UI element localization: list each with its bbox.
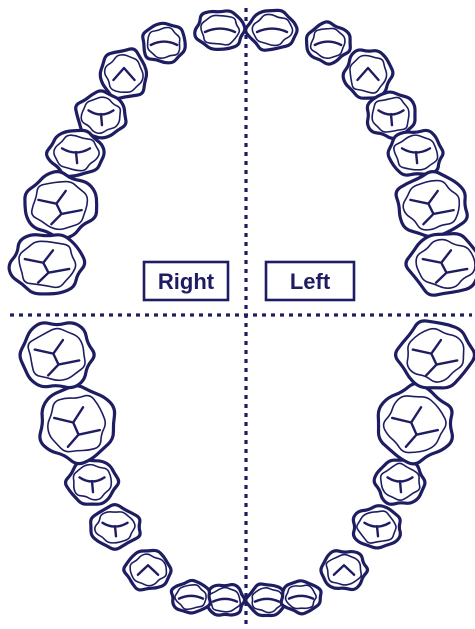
tooth-inner-rim: [47, 394, 107, 453]
tooth-groove: [78, 476, 106, 494]
tooth-inner-rim: [174, 583, 207, 611]
tooth-outline: [193, 9, 247, 51]
tooth-groove: [332, 564, 356, 576]
tooth-groove: [421, 249, 469, 284]
tooth-inner-rim: [200, 14, 241, 46]
tooth-groove: [33, 338, 81, 377]
tooth-groove: [253, 597, 281, 603]
tooth-inner-rim: [284, 584, 317, 610]
tooth-inner-rim: [393, 134, 439, 171]
lower-left-tooth-6[interactable]: [376, 382, 454, 466]
tooth-inner-rim: [356, 510, 397, 544]
tooth-groove: [386, 476, 414, 494]
upper-right-tooth-5[interactable]: [44, 128, 106, 178]
lower-right-tooth-6[interactable]: [38, 384, 117, 466]
tooth-inner-rim: [371, 96, 410, 133]
teeth-group: [7, 8, 475, 618]
tooth-groove: [400, 147, 432, 165]
upper-left-tooth-6[interactable]: [394, 170, 469, 239]
lower-left-tooth-4[interactable]: [351, 504, 402, 550]
lower-right-tooth-7[interactable]: [18, 321, 96, 390]
tooth-inner-rim: [415, 238, 475, 289]
tooth-groove: [409, 189, 455, 226]
tooth-inner-rim: [18, 240, 77, 289]
upper-left-tooth-5[interactable]: [386, 128, 445, 177]
tooth-inner-rim: [349, 54, 388, 94]
tooth-outline: [7, 233, 87, 296]
tooth-outline: [98, 47, 149, 101]
tooth-inner-rim: [94, 511, 136, 544]
tooth-groove: [177, 594, 205, 600]
tooth-groove: [211, 597, 239, 603]
tooth-groove: [149, 40, 179, 47]
tooth-outline: [244, 8, 299, 52]
tooth-inner-rim: [251, 13, 294, 47]
tooth-groove: [356, 66, 380, 82]
tooth-inner-rim: [309, 27, 346, 60]
tooth-inner-rim: [129, 553, 168, 587]
tooth-groove: [391, 406, 439, 448]
tooth-groove: [203, 27, 237, 34]
lower-left-tooth-2[interactable]: [279, 579, 323, 616]
upper-right-tooth-6[interactable]: [23, 170, 99, 241]
tooth-inner-rim: [251, 586, 284, 614]
tooth-inner-rim: [72, 463, 113, 501]
tooth-inner-rim: [325, 553, 363, 586]
lower-left-tooth-7[interactable]: [394, 319, 475, 390]
tooth-inner-rim: [402, 179, 461, 231]
tooth-inner-rim: [382, 395, 447, 454]
left-label: Left: [290, 269, 331, 294]
tooth-groove: [112, 66, 136, 82]
tooth-groove: [287, 594, 315, 600]
left-label-frame: [264, 260, 356, 302]
tooth-outline: [18, 321, 96, 390]
tooth-inner-rim: [30, 180, 89, 231]
tooth-groove: [255, 27, 289, 34]
right-side-box: Right: [142, 260, 230, 302]
lower-left-tooth-1[interactable]: [244, 582, 290, 618]
upper-right-tooth-2[interactable]: [141, 21, 187, 65]
tooth-inner-rim: [146, 26, 181, 59]
tooth-groove: [377, 109, 405, 127]
lower-right-tooth-5[interactable]: [63, 457, 121, 506]
tooth-groove: [37, 189, 83, 226]
upper-right-tooth-3[interactable]: [98, 47, 149, 101]
upper-right-tooth-1[interactable]: [193, 9, 247, 51]
lower-right-tooth-3[interactable]: [122, 548, 173, 592]
tooth-inner-rim: [27, 327, 86, 382]
upper-left-tooth-7[interactable]: [404, 232, 475, 297]
lower-left-tooth-5[interactable]: [372, 458, 427, 506]
tooth-inner-rim: [103, 53, 144, 94]
tooth-inner-rim: [406, 327, 465, 383]
tooth-groove: [23, 249, 71, 284]
lower-left-tooth-3[interactable]: [319, 549, 370, 592]
right-label: Right: [158, 269, 215, 294]
upper-left-tooth-3[interactable]: [341, 48, 395, 100]
tooth-groove: [313, 40, 343, 47]
tooth-inner-rim: [80, 96, 122, 135]
upper-right-tooth-4[interactable]: [74, 89, 128, 140]
tooth-groove: [136, 564, 160, 576]
lower-right-tooth-4[interactable]: [89, 503, 142, 551]
tooth-groove: [101, 521, 129, 538]
left-side-box: Left: [264, 260, 356, 302]
tooth-groove: [87, 109, 115, 127]
tooth-groove: [60, 147, 92, 165]
upper-right-tooth-7[interactable]: [7, 233, 87, 296]
tooth-inner-rim: [53, 134, 100, 172]
upper-left-tooth-2[interactable]: [304, 20, 352, 66]
tooth-outline: [38, 384, 117, 466]
tooth-groove: [411, 338, 459, 377]
upper-left-tooth-1[interactable]: [244, 8, 299, 52]
lower-right-tooth-2[interactable]: [169, 578, 212, 615]
tooth-groove: [53, 406, 101, 448]
tooth-inner-rim: [379, 462, 421, 502]
right-label-frame: [142, 260, 230, 302]
tooth-groove: [363, 521, 391, 538]
